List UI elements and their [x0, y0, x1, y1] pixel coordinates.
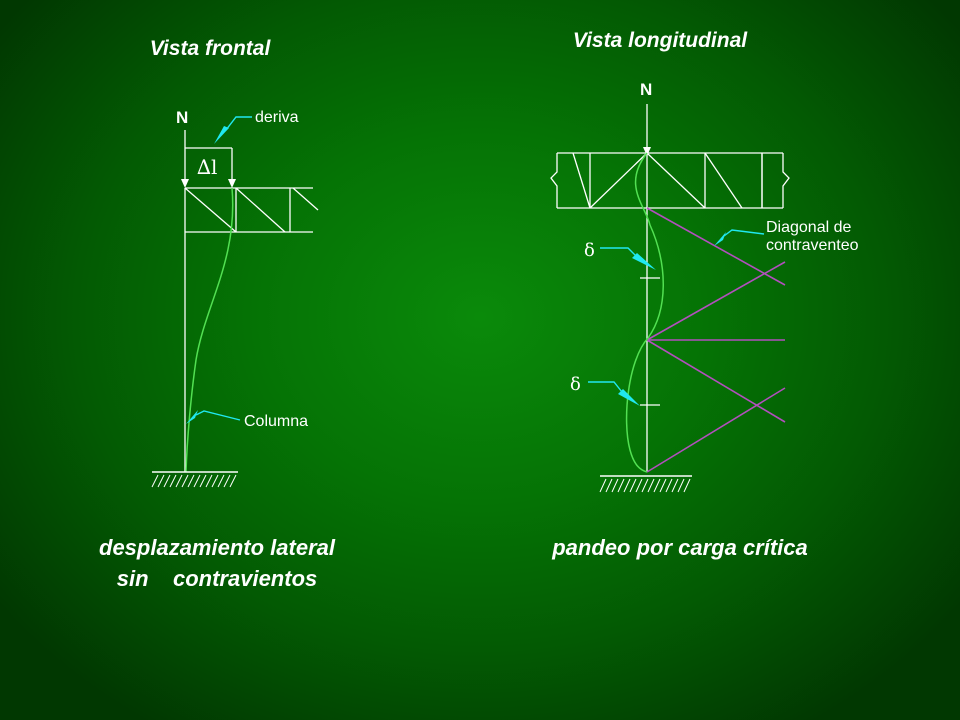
frontal-load-label: N	[176, 108, 188, 127]
frontal-deformed-shape	[185, 187, 234, 473]
drift-delta-label: ∆l	[197, 155, 217, 179]
frontal-view-title: Vista frontal	[150, 37, 272, 60]
longitudinal-truss	[550, 152, 790, 209]
frontal-truss	[184, 187, 319, 233]
frontal-view: Vista frontal N ∆l deriva	[99, 37, 336, 591]
longitudinal-view: Vista longitudinal N	[550, 29, 859, 560]
bracing-label-line1: Diagonal de	[766, 219, 852, 236]
drift-leader-arrow	[214, 116, 252, 144]
buckled-shape	[625, 152, 664, 473]
deflection-leader-upper	[600, 247, 656, 270]
deflection-leader-lower	[588, 381, 640, 406]
column-label: Columna	[244, 413, 308, 430]
bracing-label-line2: contraventeo	[766, 237, 859, 254]
longitudinal-load-label: N	[640, 80, 652, 99]
longitudinal-load-arrow	[643, 104, 651, 156]
drift-label: deriva	[255, 109, 299, 126]
frontal-ground-support	[151, 471, 238, 488]
frontal-caption-line2: sin contravientos	[117, 566, 318, 591]
frontal-caption-line1: desplazamiento lateral	[99, 535, 336, 560]
longitudinal-view-title: Vista longitudinal	[573, 29, 748, 52]
longitudinal-caption: pandeo por carga crítica	[551, 535, 808, 560]
column-leader-arrow	[186, 410, 241, 424]
bracing-diagonals	[646, 207, 786, 473]
bracing-leader-arrow	[714, 229, 765, 246]
frontal-load-arrow	[181, 130, 189, 188]
longitudinal-ground-support	[599, 475, 692, 493]
deflection-label-upper: δ	[584, 240, 595, 261]
drift-dimension	[185, 147, 236, 188]
deflection-label-lower: δ	[570, 374, 581, 395]
